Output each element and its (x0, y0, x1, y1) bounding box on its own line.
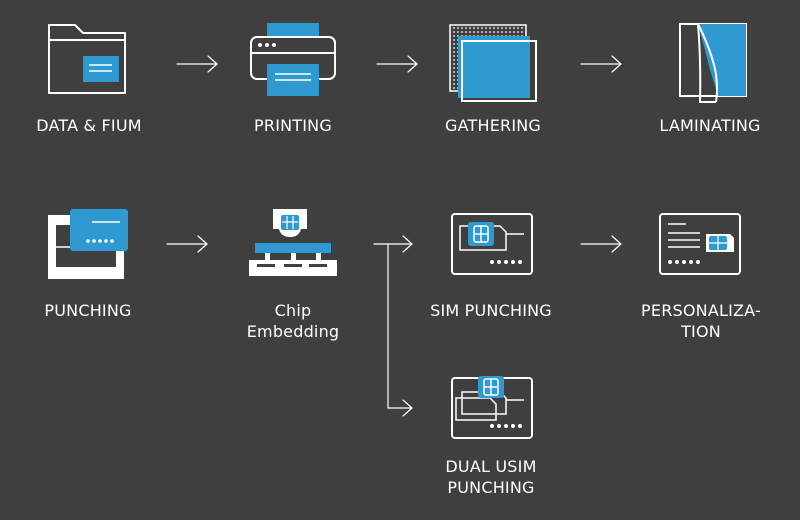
step-label-printing: PRINTING (254, 116, 332, 135)
step-label-dual-usim-punching: DUAL USIM PUNCHING (401, 456, 581, 498)
step-label-personalization-line1: PERSONALIZA- (641, 301, 761, 320)
step-label-personalization-line2: TION (681, 322, 721, 341)
step-label-dual-usim-line2: PUNCHING (447, 478, 535, 497)
chip-embedding-machine-icon (249, 209, 337, 276)
step-label-chip-embedding-line1: Chip (274, 301, 312, 320)
arrow-printing-to-gathering (376, 55, 418, 73)
arrow-punching-to-chip (166, 235, 208, 253)
stacked-sheets-icon (449, 24, 537, 102)
printer-icon (250, 23, 336, 96)
arrow-gathering-to-laminating (580, 55, 622, 73)
connector-chip-to-dual-usim (387, 243, 413, 417)
step-label-gathering: GATHERING (444, 116, 542, 135)
personalized-card-icon (659, 213, 741, 275)
step-label-chip-embedding-line2: Embedding (246, 322, 340, 341)
arrow-chip-to-sim (373, 235, 413, 253)
sim-card-icon (451, 213, 533, 275)
step-label-personalization: PERSONALIZA- TION (611, 300, 791, 342)
dual-sim-card-icon (451, 376, 533, 439)
step-label-laminating: LAMINATING (659, 116, 761, 135)
step-label-dual-usim-line1: DUAL USIM (445, 457, 537, 476)
card-punch-icon (48, 209, 128, 279)
arrow-sim-to-personalization (580, 235, 622, 253)
folder-document-icon (48, 24, 126, 94)
step-label-punching: PUNCHING (44, 301, 132, 320)
step-label-sim-punching: SIM PUNCHING (430, 301, 552, 320)
laminated-sheet-icon (679, 23, 747, 103)
arrow-data-to-printing (176, 55, 218, 73)
step-label-chip-embedding: Chip Embedding (203, 300, 383, 342)
step-label-data-film: DATA & FIUM (36, 116, 142, 135)
